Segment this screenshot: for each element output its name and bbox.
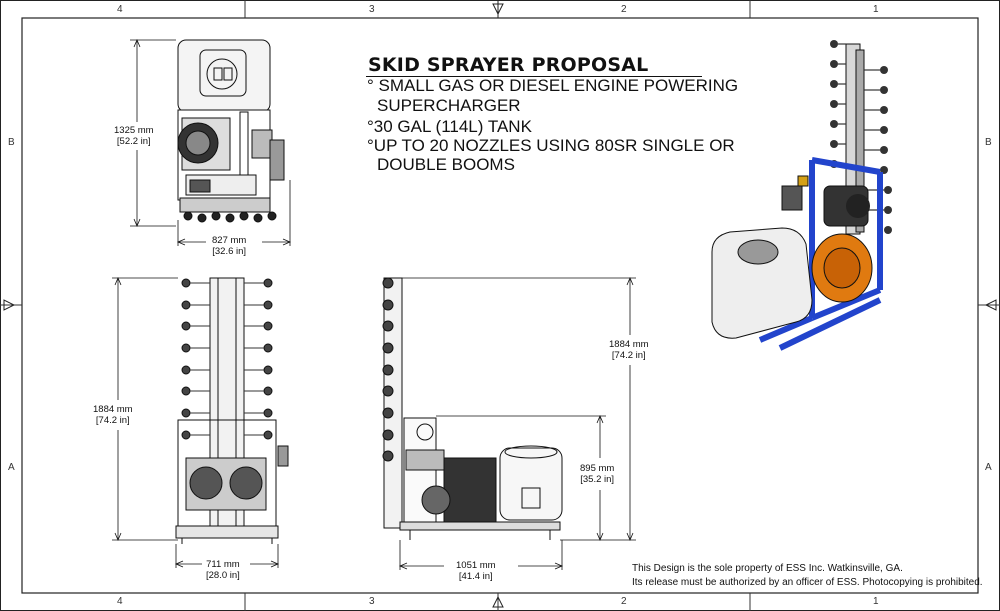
- front-height-in: [74.2 in]: [95, 415, 130, 426]
- top-width-in: [32.6 in]: [212, 246, 247, 257]
- top-width-mm: 827 mm: [212, 235, 247, 246]
- front-width-in: [28.0 in]: [206, 570, 240, 581]
- title-underline: [366, 76, 702, 77]
- zone-col-2-top: 2: [621, 4, 627, 15]
- spec-line-4: °UP TO 20 NOZZLES USING 80SR SINGLE OR: [367, 136, 735, 155]
- top-height-in: [52.2 in]: [116, 136, 151, 147]
- side-height-mm: 1884 mm: [609, 339, 649, 350]
- spec-line-3: °30 GAL (114L) TANK: [367, 117, 532, 136]
- footer-line-2: Its release must be authorized by an off…: [632, 577, 983, 588]
- top-height-dimension: 1325 mm [52.2 in]: [114, 125, 154, 147]
- zone-row-a-left: A: [8, 462, 15, 473]
- spec-line-2: SUPERCHARGER: [377, 96, 521, 115]
- front-height-dimension: 1884 mm [74.2 in]: [93, 404, 133, 426]
- spec-line-5: DOUBLE BOOMS: [377, 155, 515, 174]
- zone-col-1-top: 1: [873, 4, 879, 15]
- top-width-dimension: 827 mm [32.6 in]: [212, 235, 246, 257]
- side-view: [382, 277, 563, 540]
- front-view: [175, 277, 289, 544]
- tank-height-dimension: 895 mm [35.2 in]: [580, 463, 614, 485]
- side-width-mm: 1051 mm: [456, 560, 496, 571]
- zone-col-1-bottom: 1: [873, 596, 879, 607]
- footer-line-1: This Design is the sole property of ESS …: [632, 563, 903, 574]
- side-view-dimension-lines: [398, 276, 636, 570]
- side-height-dimension: 1884 mm [74.2 in]: [609, 339, 649, 361]
- zone-col-3-bottom: 3: [369, 596, 375, 607]
- side-width-dimension: 1051 mm [41.4 in]: [456, 560, 496, 582]
- front-width-dimension: 711 mm [28.0 in]: [206, 559, 240, 581]
- zone-row-b-right: B: [985, 137, 992, 148]
- zone-row-a-right: A: [985, 462, 992, 473]
- top-height-mm: 1325 mm: [114, 125, 154, 136]
- spec-line-1: ° SMALL GAS OR DIESEL ENGINE POWERING: [367, 76, 739, 95]
- side-width-in: [41.4 in]: [458, 571, 493, 582]
- drawing-title: SKID SPRAYER PROPOSAL: [368, 54, 649, 76]
- top-view: [177, 39, 285, 223]
- zone-col-4-bottom: 4: [117, 596, 123, 607]
- zone-row-b-left: B: [8, 137, 15, 148]
- front-view-dimension-lines: [112, 276, 280, 568]
- front-width-mm: 711 mm: [206, 559, 240, 570]
- front-height-mm: 1884 mm: [93, 404, 133, 415]
- zone-col-2-bottom: 2: [621, 596, 627, 607]
- tank-height-mm: 895 mm: [580, 463, 615, 474]
- zone-col-4-top: 4: [117, 4, 123, 15]
- isometric-view: [711, 40, 892, 351]
- centering-arrows: [3, 0, 997, 608]
- side-height-in: [74.2 in]: [611, 350, 646, 361]
- tank-height-in: [35.2 in]: [580, 474, 615, 485]
- zone-col-3-top: 3: [369, 4, 375, 15]
- top-view-dimension-lines: [130, 38, 292, 246]
